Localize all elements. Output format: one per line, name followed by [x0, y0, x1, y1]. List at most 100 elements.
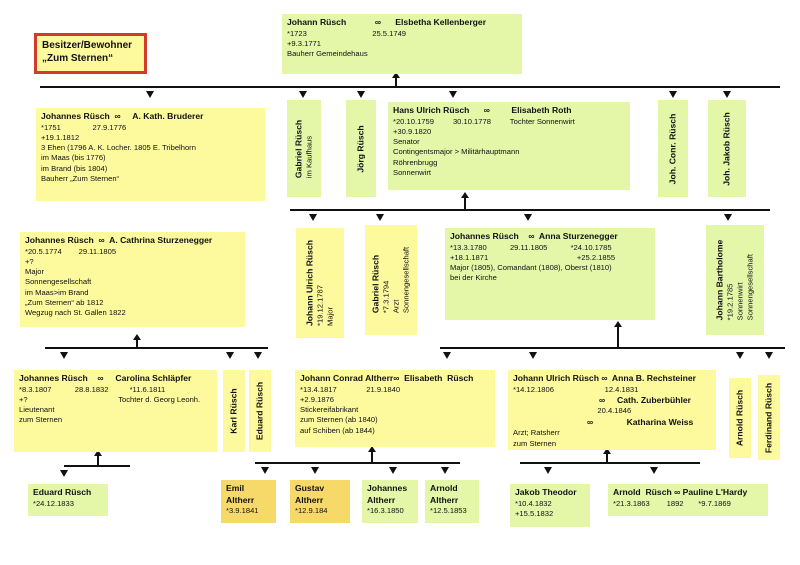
line: +9.3.1771 [287, 38, 321, 48]
line: Johannes Rüsch ∞ A. Cathrina Sturzenegge… [25, 235, 213, 245]
line: *16.3.1850 [367, 506, 404, 516]
line: +30.9.1820 [393, 126, 432, 136]
line: Arzt; Ratsherr [513, 428, 560, 438]
line: ∞ Katharina Weiss [513, 416, 694, 427]
line: Major [25, 267, 44, 277]
line: *14.12.1806 12.4.1831 [513, 384, 639, 394]
line: Johannes Rüsch ∞ Carolina Schläpfer [19, 373, 192, 383]
line: +19.1.1812 [41, 132, 80, 142]
person-johannes-ruesch-1774: Johannes Rüsch ∞ A. Cathrina Sturzenegge… [20, 232, 245, 327]
line: *3.9.1841 [226, 506, 259, 516]
vertical-text: Ferdinand Rüsch [763, 382, 774, 452]
person-jakob-theodor: Jakob Theodor *10.4.1832 +15.5.1832 [510, 484, 590, 527]
line: *20.10.1759 30.10.1778 Tochter Sonnenwir… [393, 116, 575, 126]
line: zum Sternen (ab 1840) [300, 415, 378, 425]
line: Johann Rüsch ∞ Elsbetha Kellenberger [287, 17, 487, 27]
person-johannes-ruesch-1751: Johannes Rüsch ∞ A. Kath. Bruderer *1751… [36, 108, 265, 201]
line: Johann Bartholome [714, 239, 725, 321]
line: zum Sternen [19, 415, 63, 425]
line: Gabriel Rüsch [293, 119, 304, 178]
line: Joh. Conr. Rüsch [667, 113, 678, 184]
vertical-text: Jörg Rüsch [355, 125, 366, 172]
line: Karl Rüsch [228, 388, 239, 434]
line: Jörg Rüsch [355, 124, 366, 173]
line: Contingentsmajor > Militärhauptmann [393, 147, 520, 157]
vertical-text: Arnold Rüsch [734, 390, 745, 446]
line: Lieutenant [19, 405, 55, 415]
line: 20.4.1846 [513, 406, 632, 416]
person-johannes-ruesch-1780: Johannes Rüsch ∞ Anna Sturzenegger *13.3… [445, 228, 655, 320]
person-johann-ruesch-1723: Johann Rüsch ∞ Elsbetha Kellenberger *17… [282, 14, 522, 74]
person-johannes-altherr: Johannes Altherr *16.3.1850 [362, 480, 418, 523]
person-gustav-altherr: Gustav Altherr *12.9.184 [290, 480, 350, 523]
title-box: Besitzer/Bewohner „Zum Sternen“ [34, 33, 147, 74]
line: Eduard Rüsch [254, 381, 265, 441]
line: Gabriel Rüsch [370, 254, 381, 314]
person-emil-altherr: Emil Altherr *3.9.1841 [221, 480, 276, 523]
line: Arnold [430, 483, 458, 493]
line: *19.12.1787 [315, 285, 325, 326]
line: Altherr [367, 494, 396, 505]
line: Sonnenwirt [393, 167, 431, 177]
line: Stickereifabrikant [300, 405, 359, 415]
line: zum Sternen [513, 438, 557, 448]
line: *24.12.1833 [33, 498, 74, 508]
line: Sonnengesellschaft [25, 277, 92, 287]
person-joh-conr-ruesch: Joh. Conr. Rüsch [658, 100, 688, 197]
line: Johann Ulrich Rüsch ∞ Anna B. Rechsteine… [513, 373, 696, 383]
person-hans-ulrich-ruesch: Hans Ulrich Rüsch ∞ Elisabeth Roth *20.1… [388, 102, 630, 190]
person-arnold-ruesch-1863: Arnold Rüsch ∞ Pauline L'Hardy *21.3.186… [608, 484, 768, 516]
line: Altherr [430, 494, 459, 505]
line: „Zum Sternen“ ab 1812 [25, 297, 104, 307]
vertical-text: Joh. Conr. Rüsch [667, 113, 678, 184]
line: Sonnengesellschaft [745, 254, 755, 321]
title-line-2: „Zum Sternen“ [42, 53, 114, 64]
person-eduard-ruesch-1833: Eduard Rüsch *24.12.1833 [28, 484, 108, 516]
line: Gustav [295, 483, 325, 493]
vertical-text: Joh. Jakob Rüsch [721, 112, 732, 186]
title-line-1: Besitzer/Bewohner [42, 40, 133, 51]
line: Joh. Jakob Rüsch [721, 111, 732, 186]
line: *1723 25.5.1749 [287, 28, 407, 38]
line: +? Tochter d. Georg Leonh. [19, 394, 201, 404]
line: *12.9.184 [295, 506, 328, 516]
vertical-text: Karl Rüsch [228, 388, 239, 433]
line: *10.4.1832 [515, 498, 552, 508]
line: Altherr [295, 494, 324, 505]
line: Emil [226, 483, 245, 493]
line: Arzt [391, 299, 401, 314]
line: Johannes Rüsch ∞ Anna Sturzenegger [450, 231, 618, 241]
line: Sonnenwirt [735, 282, 745, 321]
line: Altherr [226, 494, 255, 505]
line: *12.5.1853 [430, 506, 467, 516]
line: Arnold Rüsch [734, 389, 745, 447]
line: Ferdinand Rüsch [763, 382, 774, 453]
person-joerg-ruesch: Jörg Rüsch [346, 100, 376, 197]
line: *20.5.1774 29.11.1805 [25, 246, 117, 256]
line: Johann Conrad Altherr∞ Elisabeth Rüsch [300, 373, 474, 383]
line: *19.2.1785 [725, 283, 735, 321]
line: +18.1.1871 +25.2.1855 [450, 252, 616, 262]
person-joh-jakob-ruesch: Joh. Jakob Rüsch [708, 100, 746, 197]
line: +15.5.1832 [515, 508, 554, 518]
person-arnold-altherr: Arnold Altherr *12.5.1853 [425, 480, 479, 523]
line: *7.3.1794 [381, 280, 391, 314]
line: Arnold Rüsch ∞ Pauline L'Hardy [613, 487, 748, 497]
line: im Maas>im Brand [25, 287, 89, 297]
vertical-text: Eduard Rüsch [254, 382, 265, 440]
person-ferdinand-ruesch: Ferdinand Rüsch [758, 375, 780, 460]
line: *21.3.1863 1892 *9.7.1869 [613, 498, 731, 508]
person-johannes-ruesch-1807: Johannes Rüsch ∞ Carolina Schläpfer *8.3… [14, 370, 217, 452]
line: *8.3.1807 28.8.1832 *11.6.1811 [19, 384, 166, 394]
line: +2.9.1876 [300, 394, 334, 404]
line: *13.4.1817 21.9.1840 [300, 384, 401, 394]
line: auf Schiben (ab 1844) [300, 425, 375, 435]
line: Senator [393, 137, 420, 147]
line: *13.3.1780 29.11.1805 *24.10.1785 [450, 242, 612, 252]
line: Major (1805), Comandant (1808), Oberst (… [450, 263, 612, 273]
line: im Maas (bis 1776) [41, 153, 106, 163]
person-karl-ruesch: Karl Rüsch [223, 370, 245, 452]
